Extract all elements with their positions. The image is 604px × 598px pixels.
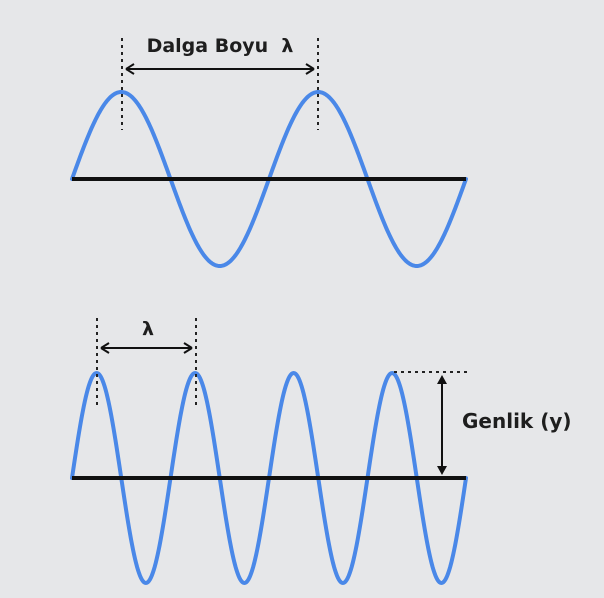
- amplitude-arrowhead-top: [437, 375, 447, 384]
- amplitude-arrowhead-bottom: [437, 466, 447, 475]
- amplitude-label: Genlik (y): [462, 409, 572, 433]
- bottom-wavelength-arrowhead-left: [100, 342, 110, 354]
- bottom-wavelength-arrowhead-right: [183, 342, 193, 354]
- bottom-wavelength-label: λ: [142, 318, 154, 340]
- top-wavelength-arrowhead-left: [125, 63, 135, 75]
- top-wavelength-arrowhead-right: [305, 63, 315, 75]
- top-wave-group: Dalga Boyu λ: [70, 35, 468, 269]
- top-wavelength-label: Dalga Boyu λ: [147, 35, 294, 57]
- bottom-wave-group: λ Genlik (y): [70, 318, 572, 586]
